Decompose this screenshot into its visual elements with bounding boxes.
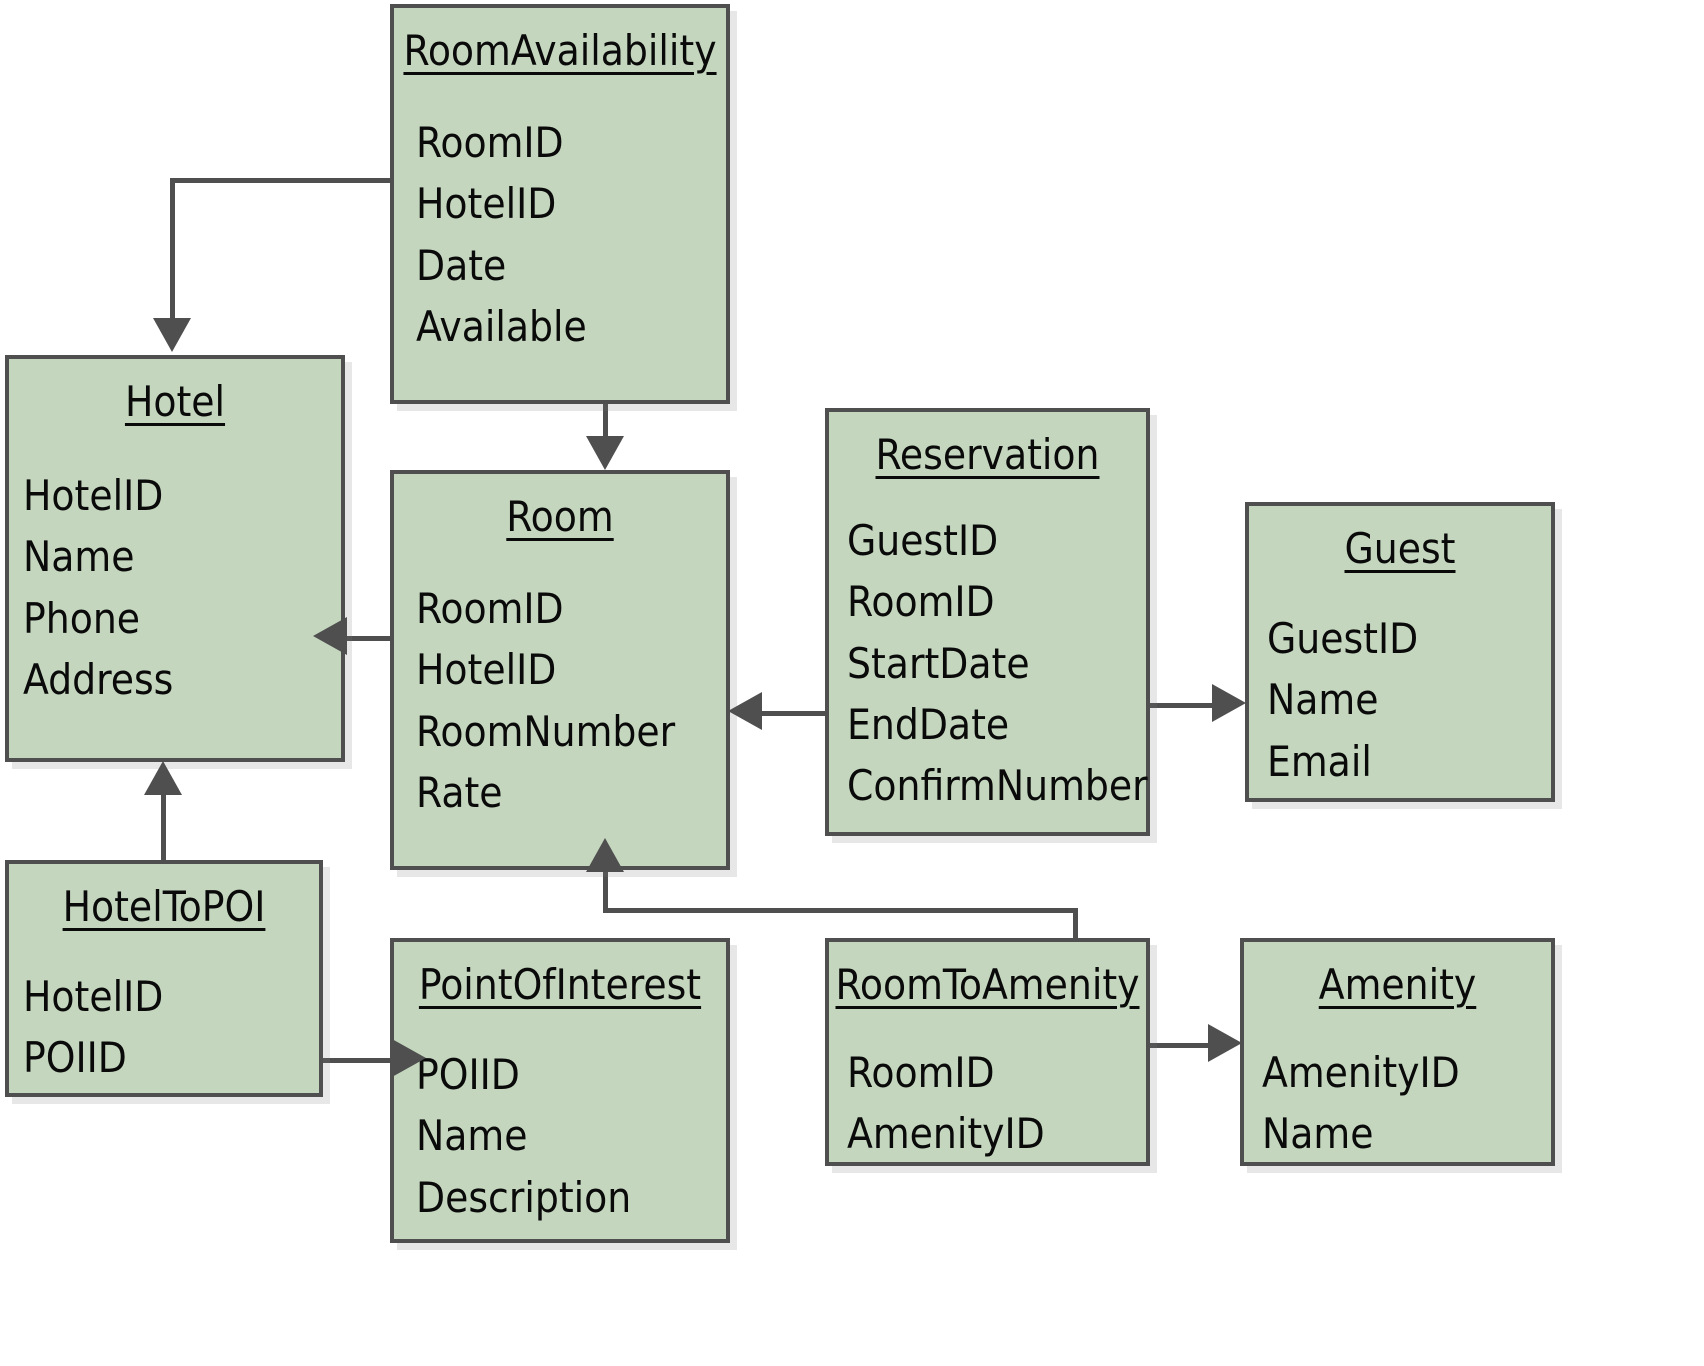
- connector-roomtoamenity-room-h: [603, 908, 1078, 913]
- attribute-item: GuestID: [1267, 614, 1419, 663]
- arrowhead-roomtoamenity-amenity: [1208, 1024, 1242, 1062]
- entity-amenity[interactable]: Amenity AmenityID Name: [1240, 938, 1555, 1166]
- attribute-item: HotelID: [23, 972, 164, 1021]
- attribute-item: ConfirmNumber: [847, 761, 1148, 811]
- entity-reservation[interactable]: Reservation GuestID RoomID StartDate End…: [825, 408, 1150, 836]
- arrowhead-reservation-guest: [1212, 684, 1246, 722]
- attribute-item: Phone: [23, 593, 141, 643]
- attribute-item: StartDate: [847, 638, 1030, 688]
- attribute-item: RoomID: [847, 1048, 995, 1097]
- attribute-item: RoomID: [416, 118, 564, 167]
- entity-hotel[interactable]: Hotel HotelID Name Phone Address: [5, 355, 345, 762]
- attribute-item: Address: [23, 654, 174, 704]
- attribute-list-point-of-interest: POIID Name Description: [416, 1044, 726, 1228]
- attribute-item: RoomID: [416, 584, 564, 633]
- attribute-item: Rate: [416, 767, 503, 817]
- entity-point-of-interest[interactable]: PointOfInterest POIID Name Description: [390, 938, 730, 1243]
- entity-title-room-availability: RoomAvailability: [403, 26, 717, 75]
- attribute-item: RoomID: [847, 577, 995, 627]
- attribute-item: Description: [416, 1172, 632, 1222]
- entity-room-to-amenity[interactable]: RoomToAmenity RoomID AmenityID: [825, 938, 1150, 1166]
- attribute-item: HotelID: [416, 179, 557, 229]
- entity-title-room: Room: [506, 492, 614, 541]
- connector-hoteltopoi-poi-h: [322, 1058, 396, 1063]
- connector-reservation-room-h: [760, 711, 828, 716]
- connector-hoteltopoi-hotel-v: [161, 795, 166, 863]
- attribute-item: Available: [416, 301, 587, 351]
- arrowhead-hoteltopoi-hotel: [144, 761, 182, 795]
- attribute-item: RoomNumber: [416, 706, 676, 756]
- arrowhead-roomavailability-hotel: [153, 318, 191, 352]
- arrowhead-roomavailability-room: [586, 436, 624, 470]
- attribute-item: HotelID: [416, 645, 557, 695]
- attribute-list-guest: GuestID Name Email: [1267, 608, 1551, 792]
- attribute-item: Name: [1267, 675, 1379, 725]
- attribute-list-amenity: AmenityID Name: [1262, 1042, 1551, 1165]
- attribute-list-room-availability: RoomID HotelID Date Available: [416, 112, 726, 357]
- attribute-item: GuestID: [847, 516, 999, 565]
- attribute-item: Date: [416, 240, 507, 290]
- entity-title-hotel: Hotel: [124, 377, 226, 426]
- attribute-item: POIID: [23, 1033, 127, 1083]
- entity-title-guest: Guest: [1344, 524, 1456, 573]
- connector-roomtoamenity-amenity-h: [1148, 1043, 1212, 1048]
- entity-hotel-to-poi[interactable]: HotelToPOI HotelID POIID: [5, 860, 323, 1097]
- arrowhead-roomtoamenity-room: [586, 838, 624, 872]
- entity-title-point-of-interest: PointOfInterest: [418, 960, 702, 1009]
- attribute-item: POIID: [416, 1050, 520, 1099]
- attribute-item: Name: [416, 1111, 528, 1161]
- entity-room-availability[interactable]: RoomAvailability RoomID HotelID Date Ava…: [390, 4, 730, 404]
- arrowhead-room-hotel: [313, 617, 347, 655]
- entity-title-amenity: Amenity: [1318, 960, 1477, 1009]
- attribute-list-room: RoomID HotelID RoomNumber Rate: [416, 578, 726, 823]
- connector-roomavailability-hotel-h: [170, 178, 392, 183]
- entity-room[interactable]: Room RoomID HotelID RoomNumber Rate: [390, 470, 730, 870]
- attribute-item: AmenityID: [847, 1109, 1045, 1159]
- attribute-item: AmenityID: [1262, 1048, 1460, 1097]
- connector-room-hotel-h: [345, 636, 395, 641]
- attribute-list-hotel: HotelID Name Phone Address: [23, 465, 341, 710]
- connector-roomtoamenity-room-v3: [603, 870, 608, 910]
- attribute-item: HotelID: [23, 471, 164, 520]
- entity-title-reservation: Reservation: [875, 430, 1100, 479]
- arrowhead-hoteltopoi-poi: [392, 1039, 426, 1077]
- entity-guest[interactable]: Guest GuestID Name Email: [1245, 502, 1555, 802]
- connector-roomavailability-room-v: [603, 402, 608, 442]
- entity-title-room-to-amenity: RoomToAmenity: [835, 960, 1140, 1009]
- connector-roomtoamenity-room-v1: [1073, 908, 1078, 940]
- attribute-item: Email: [1267, 736, 1372, 786]
- entity-title-hotel-to-poi: HotelToPOI: [62, 882, 266, 931]
- attribute-list-reservation: GuestID RoomID StartDate EndDate Confirm…: [847, 510, 1148, 817]
- attribute-list-room-to-amenity: RoomID AmenityID: [847, 1042, 1146, 1165]
- attribute-item: Name: [1262, 1109, 1374, 1159]
- attribute-item: EndDate: [847, 699, 1010, 749]
- connector-roomavailability-hotel-v: [170, 178, 175, 320]
- arrowhead-reservation-room: [728, 692, 762, 730]
- connector-reservation-guest-h: [1148, 703, 1216, 708]
- attribute-list-hotel-to-poi: HotelID POIID: [23, 966, 319, 1089]
- attribute-item: Name: [23, 532, 135, 582]
